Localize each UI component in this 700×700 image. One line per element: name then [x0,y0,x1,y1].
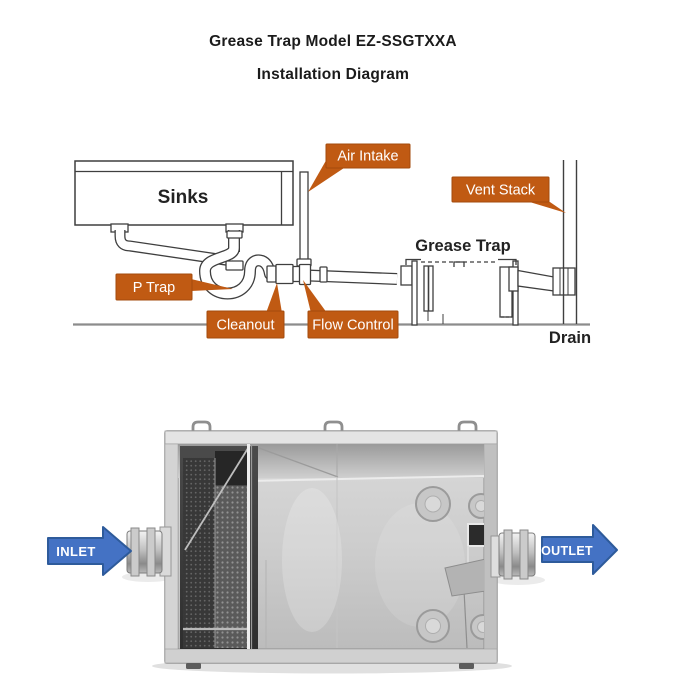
tank-interior [178,444,484,649]
strainer-basket [180,444,258,649]
figure-title: Grease Trap Model EZ-SSGTXXA [209,33,457,50]
callout-air-intake: Air Intake [308,143,411,192]
grease-trap-label: Grease Trap [415,237,510,255]
sink-drawing [74,160,294,233]
tank-feet [186,663,474,669]
sinks-label: Sinks [158,187,209,208]
installation-schematic: Sinks Grease Trap Drain Air Intake Vent … [73,143,591,347]
inlet-arrow: INLET [47,526,132,576]
floor-dimples [415,486,484,643]
callouts: Air Intake Vent Stack P Trap Cleanout [115,143,566,339]
schematic-labels: Sinks Grease Trap Drain [158,187,591,347]
callout-cleanout: Cleanout [206,283,285,339]
callout-p-trap: P Trap [115,273,233,301]
pipe-fittings [266,263,328,285]
p-trap-pipe [199,242,398,300]
inlet-fitting [126,526,172,577]
figure-subtitle: Installation Diagram [256,66,410,83]
outlet-fitting [490,529,536,580]
outlet-arrow: OUTLET [541,524,618,575]
outlet-baffle [444,523,484,597]
drain-label: Drain [549,329,591,347]
sink-drain-arm [114,230,233,267]
vent-stack-pipe [562,160,578,324]
air-intake-label: Air Intake [337,149,398,165]
air-intake-pipe [296,171,312,286]
p-trap-label: P Trap [133,280,175,296]
lifting-hooks [191,420,478,432]
outlet-arrow-label: OUTLET [541,544,593,558]
vent-stack-label: Vent Stack [466,183,536,199]
grease-trap-photo [122,420,545,674]
grease-trap-schematic [400,258,576,326]
callout-flow-control: Flow Control [303,280,399,339]
flow-control-label: Flow Control [312,318,393,334]
callout-vent-stack: Vent Stack [451,176,566,213]
figure-titles: Grease Trap Model EZ-SSGTXXA Installatio… [0,0,700,84]
cleanout-label: Cleanout [216,318,274,334]
inlet-arrow-label: INLET [56,544,96,559]
